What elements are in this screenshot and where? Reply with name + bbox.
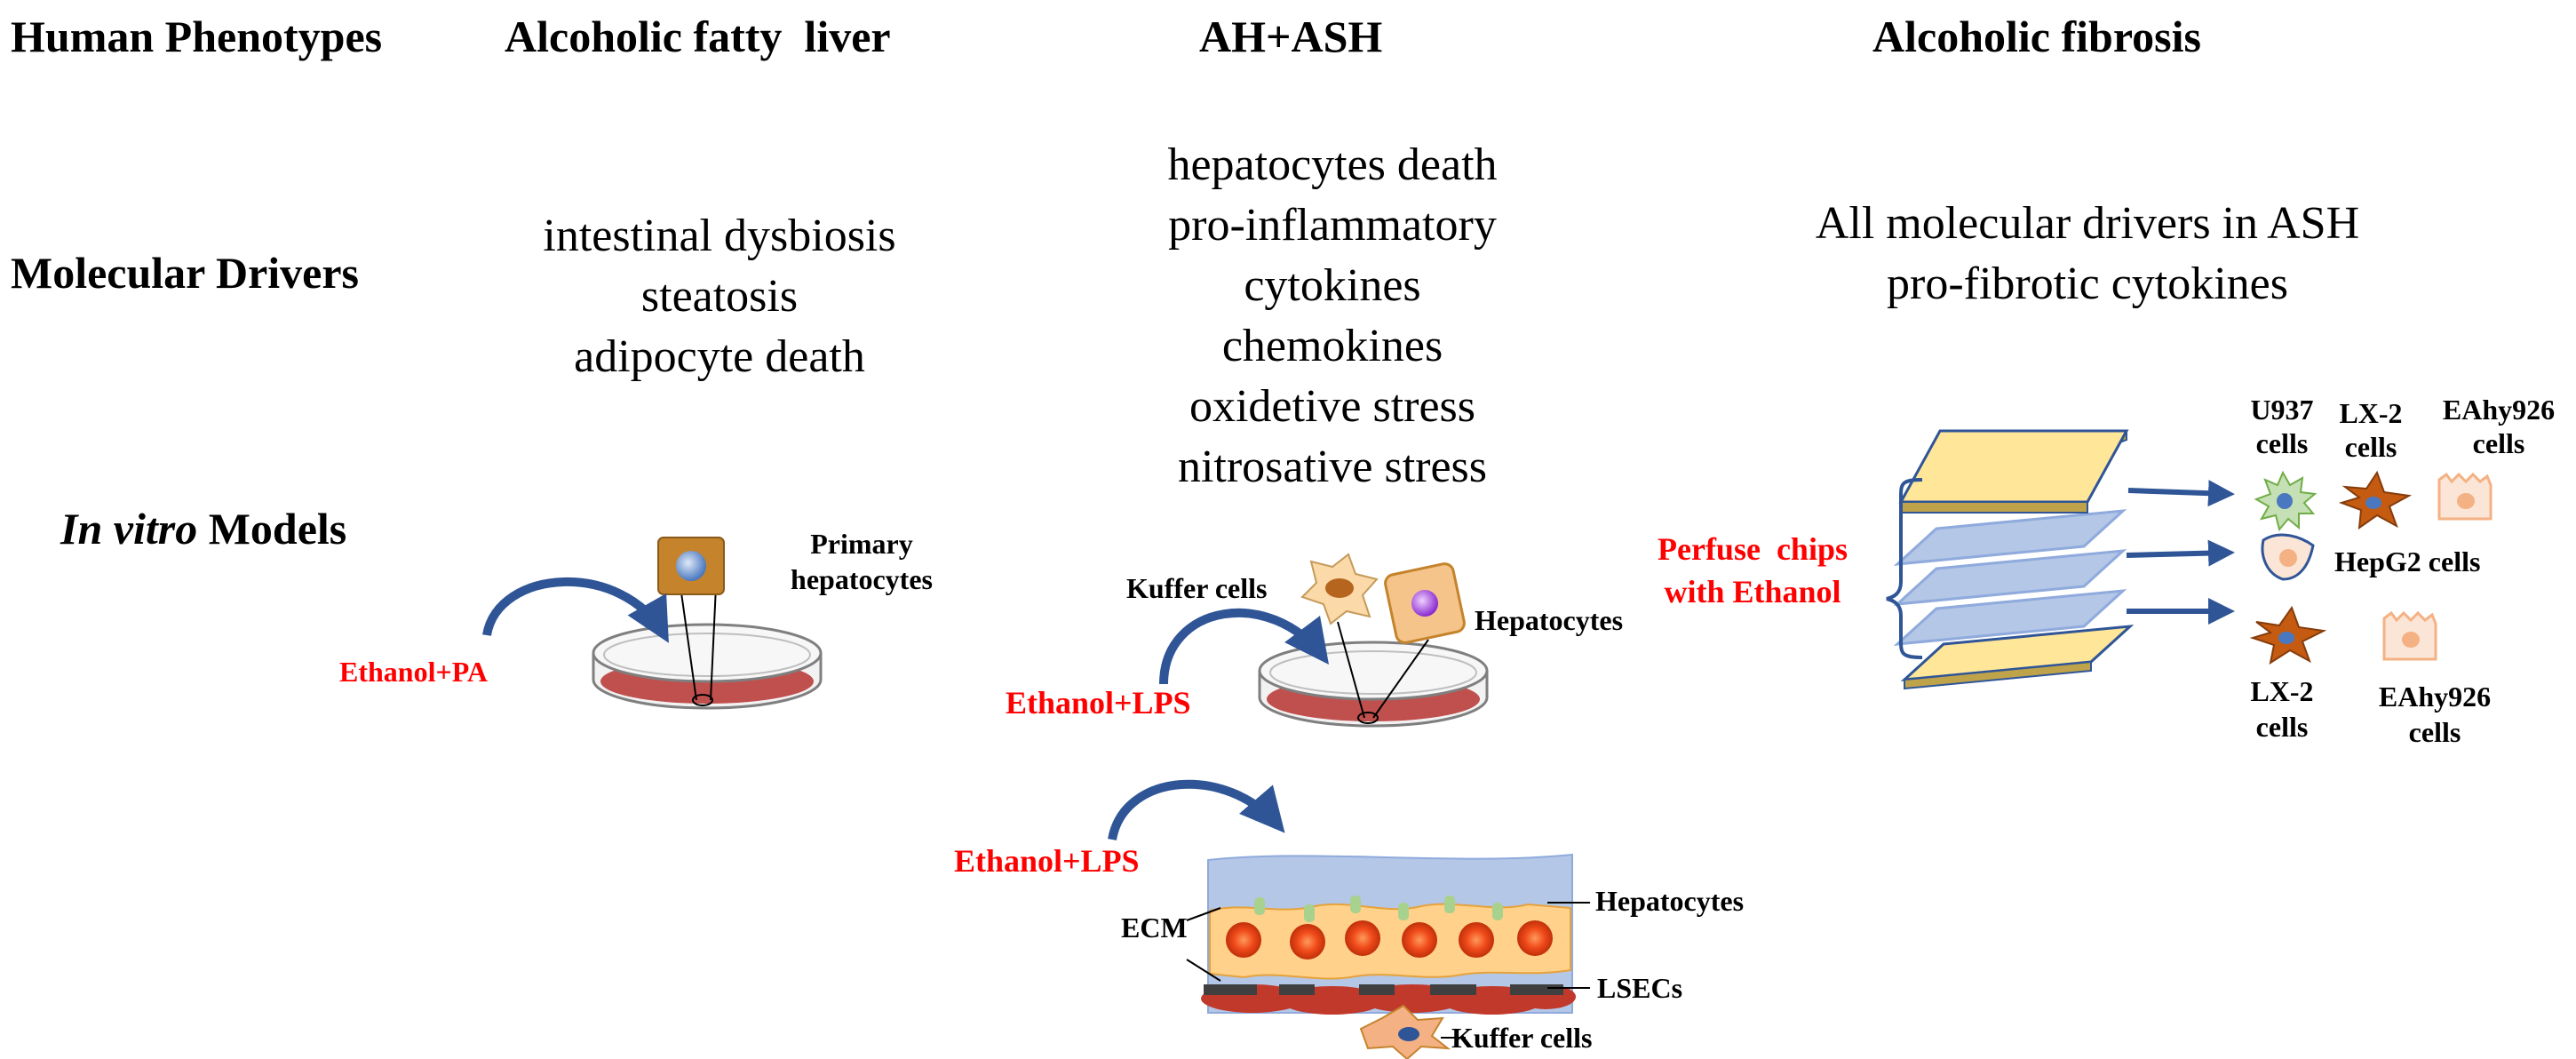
driver-item: intestinal dysbiosis — [543, 211, 896, 261]
perfuse-chips-label: Perfuse chips with Ethanol — [1658, 528, 1848, 613]
label-line: cells — [2472, 427, 2525, 459]
label-line: cells — [2255, 427, 2309, 459]
fatty-liver-dish — [592, 585, 823, 710]
driver-item: adipocyte death — [574, 331, 865, 382]
label-line: cells — [2344, 431, 2397, 463]
ah-dish-arrow — [1159, 608, 1330, 685]
lx2-cell-top-icon — [2338, 470, 2413, 530]
label-line: cells — [2255, 711, 2309, 743]
perfuse-chip-stack — [1893, 429, 2135, 690]
treatment-ethanol-lps-dish: Ethanol+LPS — [1006, 685, 1191, 721]
ecm-label: ECM — [1121, 912, 1188, 944]
treatment-ethanol-pa: Ethanol+PA — [339, 656, 488, 688]
eahy926-top-cells-label: EAhy926 cells — [2432, 393, 2565, 460]
driver-item: oxidetive stress — [1189, 381, 1476, 432]
label-line: cells — [2408, 716, 2461, 748]
driver-item: cytokines — [1244, 260, 1421, 311]
row-label-in-vitro-models: In vitro Models — [60, 503, 346, 554]
label-line: EAhy926 — [2442, 394, 2556, 426]
models-text: Models — [197, 504, 347, 553]
kuffer-cell-icon — [1300, 553, 1379, 625]
row-label-molecular-drivers: Molecular Drivers — [11, 248, 359, 298]
header-ah-ash: AH+ASH — [1199, 12, 1383, 61]
eahy926-cell-bottom-icon — [2382, 610, 2437, 661]
eahy926-bottom-cells-label: EAhy926 cells — [2368, 679, 2501, 750]
drivers-fibrosis: All molecular drivers in ASH pro-fibroti… — [1741, 194, 2434, 315]
driver-item: pro-fibrotic cytokines — [1887, 259, 2288, 309]
primary-hepatocytes-label: Primary hepatocytes — [764, 526, 959, 597]
hepatocytes-label: Hepatocytes — [1475, 604, 1624, 636]
driver-item: chemokines — [1221, 321, 1443, 371]
label-line: Perfuse chips — [1658, 531, 1848, 567]
label-line: EAhy926 — [2378, 681, 2492, 713]
driver-item: pro-inflammatory — [1168, 200, 1497, 251]
layer-hepatocytes-label: Hepatocytes — [1595, 885, 1745, 917]
hepatocyte-cell-icon — [1384, 562, 1466, 644]
fatty-liver-arrow — [482, 577, 669, 643]
driver-item: hepatocytes death — [1167, 139, 1498, 190]
in-vitro-italic: In vitro — [60, 504, 198, 553]
primary-hepatocyte-cell-icon — [657, 537, 725, 595]
layered-tissue-model — [1186, 853, 1590, 1059]
layer-kuffer-cells-label: Kuffer cells — [1451, 1022, 1593, 1054]
lx2-bottom-cells-label: LX-2 cells — [2242, 673, 2322, 744]
header-human-phenotypes: Human Phenotypes — [11, 12, 383, 61]
label-line: LX-2 — [2339, 397, 2403, 429]
label-line: U937 — [2250, 394, 2314, 426]
lx2-cell-bottom-icon — [2249, 605, 2327, 665]
chip-bracket — [1886, 478, 1923, 659]
u937-cell-icon — [2254, 470, 2318, 532]
ah-dish — [1258, 621, 1489, 728]
u937-cells-label: U937 cells — [2242, 393, 2322, 460]
label-line: Primary — [810, 528, 913, 560]
header-alcoholic-fibrosis: Alcoholic fibrosis — [1872, 12, 2201, 61]
eahy926-cell-top-icon — [2437, 472, 2493, 521]
header-alcoholic-fatty-liver: Alcoholic fatty liver — [505, 12, 891, 61]
label-line: with Ethanol — [1664, 574, 1841, 609]
driver-item: nitrosative stress — [1177, 442, 1488, 492]
driver-item: steatosis — [640, 271, 799, 322]
drivers-ah-ash: hepatocytes death pro-inflammatory cytok… — [1084, 135, 1581, 498]
ah-layer-arrow — [1108, 779, 1285, 841]
driver-item: All molecular drivers in ASH — [1815, 198, 2360, 249]
chip-arrows — [2126, 480, 2235, 625]
treatment-ethanol-lps-layer: Ethanol+LPS — [954, 843, 1140, 879]
label-line: hepatocytes — [791, 563, 933, 595]
lx2-top-cells-label: LX-2 cells — [2331, 396, 2411, 464]
lsecs-label: LSECs — [1597, 972, 1683, 1004]
hepg2-cells-label: HepG2 cells — [2334, 545, 2481, 577]
drivers-fatty-liver: intestinal dysbiosis steatosis adipocyte… — [471, 206, 968, 387]
hepg2-cell-icon — [2261, 533, 2315, 581]
kuffer-cells-label: Kuffer cells — [1126, 572, 1268, 604]
label-line: LX-2 — [2250, 675, 2314, 707]
